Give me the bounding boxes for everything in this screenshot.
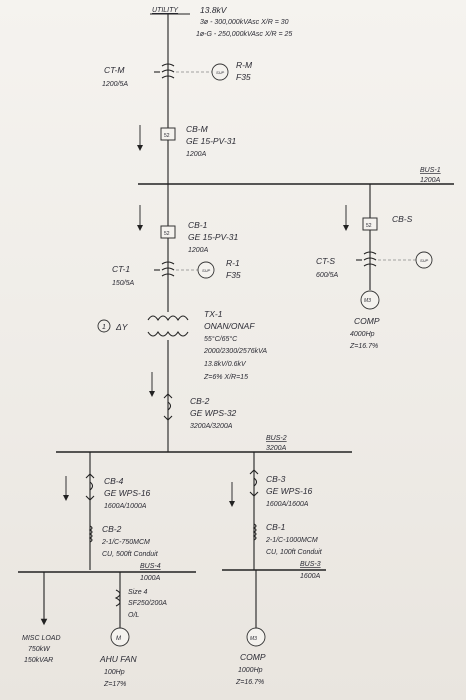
utility-fault-3ph: 3ø - 300,000kVAsc X/R = 30 xyxy=(200,19,289,26)
relay-r-1-name: R-1 xyxy=(226,258,240,268)
bus-4: BUS-4 1000A xyxy=(18,563,196,582)
utility-tag: UTILITY xyxy=(152,7,179,14)
tx-1-kva: 2000/2300/2576kVA xyxy=(203,348,267,355)
comp2-hp: 1000Hp xyxy=(238,667,263,674)
ahu-motor: M xyxy=(116,636,121,642)
tx-1-delta: ΔY xyxy=(115,322,129,332)
relay-r-m: SUP R-M F35 xyxy=(176,60,253,82)
cable-1-size: 2-1/C-1000MCM xyxy=(265,537,318,544)
tx-1-volts: 13.8kV/0.6kV xyxy=(204,361,247,368)
ct-m-ratio: 1200/5A xyxy=(102,81,128,88)
ahu-fan-branch: Size 4 SF250/200A O/L M AHU FAN 100Hp Z=… xyxy=(99,572,167,688)
tx-1-z: Z=6% X/R=15 xyxy=(203,374,248,381)
comp2-branch: M3 COMP 1000Hp Z=16.7% xyxy=(235,570,266,686)
fuse-size: Size 4 xyxy=(128,589,148,596)
misc-load: MISC LOAD 750kW 150kVAR xyxy=(22,572,61,664)
cb-4-model: GE WPS-16 xyxy=(104,488,151,498)
relay-r-m-label: SUP xyxy=(216,70,225,75)
relay-r-m-model: F35 xyxy=(236,72,251,82)
ahu-z: Z=17% xyxy=(103,681,126,688)
ahu-hp: 100Hp xyxy=(104,669,125,676)
comp1-name: COMP xyxy=(354,316,380,326)
cable-1-name: CB-1 xyxy=(266,522,286,532)
cable-2-name: CB-2 xyxy=(102,524,122,534)
comp1-hp: 4000Hp xyxy=(350,331,375,338)
bus-2-name: BUS-2 xyxy=(266,435,287,442)
utility-voltage: 13.8kV xyxy=(200,5,228,15)
cb-2-rating: 3200A/3200A xyxy=(190,423,233,430)
cb-3-model: GE WPS-16 xyxy=(266,486,313,496)
utility-source: UTILITY 13.8kV 3ø - 300,000kVAsc X/R = 3… xyxy=(150,5,292,38)
cb-s-name: CB-S xyxy=(392,214,413,224)
comp1-motor: M3 xyxy=(364,298,371,304)
ct-s-name: CT-S xyxy=(316,256,335,266)
cb-m-name: CB-M xyxy=(186,124,209,134)
cb-4-name: CB-4 xyxy=(104,476,124,486)
cb-2-model: GE WPS-32 xyxy=(190,408,237,418)
tx-1-name: TX-1 xyxy=(204,309,223,319)
bus-1-rating: 1200A xyxy=(420,177,441,184)
cb-4-rating: 1600A/1000A xyxy=(104,503,147,510)
cable-2-spec: CU, 500ft Conduit xyxy=(102,551,159,558)
ct-1-name: CT-1 xyxy=(112,264,130,274)
ct-1: CT-1 150/5A xyxy=(112,261,175,287)
cb-s-num: 52 xyxy=(366,223,372,229)
bus-2: BUS-2 3200A xyxy=(56,435,352,453)
cable-1-spec: CU, 100ft Conduit xyxy=(266,549,323,556)
cb-3-name: CB-3 xyxy=(266,474,286,484)
bus-1-name: BUS-1 xyxy=(420,167,441,174)
misc-load-name: MISC LOAD xyxy=(22,635,61,642)
bus-2-rating: 3200A xyxy=(266,445,287,452)
transformer-tx-1: 1 ΔY TX-1 ONAN/ONAF 55°C/65°C 2000/2300/… xyxy=(97,309,267,381)
relay-r-m-name: R-M xyxy=(236,60,253,70)
branch-cb-s: 52 CB-S CT-S 600/5A SUP M3 COMP 4000Hp Z… xyxy=(316,184,433,350)
cb-m-num: 52 xyxy=(164,133,170,139)
fuse-type: O/L xyxy=(128,612,139,619)
cable-2-size: 2-1/C-750MCM xyxy=(101,539,150,546)
comp2-z: Z=16.7% xyxy=(235,679,264,686)
fuse-model: SF250/200A xyxy=(128,600,167,607)
tx-1-cooling: ONAN/ONAF xyxy=(204,321,255,331)
breaker-cb-m: 52 CB-M GE 15-PV-31 1200A xyxy=(137,124,237,158)
breaker-cb-1: 52 CB-1 GE 15-PV-31 1200A xyxy=(137,205,239,254)
ct-m-name: CT-M xyxy=(104,65,125,75)
comp2-name: COMP xyxy=(240,652,266,662)
bus-3: BUS-3 1600A xyxy=(222,561,326,580)
relay-r-1-label: SUP xyxy=(202,268,211,273)
tx-1-marker: 1 xyxy=(102,324,106,331)
misc-load-kw: 750kW xyxy=(28,646,51,653)
cb-1-rating: 1200A xyxy=(188,247,209,254)
relay-r-s-label: SUP xyxy=(420,258,429,263)
relay-r-1: SUP R-1 F35 xyxy=(176,258,241,280)
cb-m-model: GE 15-PV-31 xyxy=(186,136,237,146)
breaker-cb-2: CB-2 GE WPS-32 3200A/3200A xyxy=(149,372,237,430)
ct-m: CT-M 1200/5A xyxy=(102,63,175,88)
comp2-motor: M3 xyxy=(250,636,257,642)
cb-1-model: GE 15-PV-31 xyxy=(188,232,239,242)
cb-2-name: CB-2 xyxy=(190,396,210,406)
bus-3-rating: 1600A xyxy=(300,573,321,580)
cb-1-num: 52 xyxy=(164,231,170,237)
cb-m-rating: 1200A xyxy=(186,151,207,158)
bus-4-rating: 1000A xyxy=(140,575,161,582)
ahu-name: AHU FAN xyxy=(99,654,138,664)
ct-1-ratio: 150/5A xyxy=(112,280,135,287)
tx-1-temp: 55°C/65°C xyxy=(204,335,238,343)
ct-s-ratio: 600/5A xyxy=(316,272,339,279)
comp1-z: Z=16.7% xyxy=(349,343,378,350)
branch-cb-3: CB-3 GE WPS-16 1600A/1600A CB-1 2-1/C-10… xyxy=(229,452,323,570)
bus-4-name: BUS-4 xyxy=(140,563,161,570)
cb-3-rating: 1600A/1600A xyxy=(266,501,309,508)
misc-load-kvar: 150kVAR xyxy=(24,657,53,664)
utility-fault-1ph: 1ø-G - 250,000kVAsc X/R = 25 xyxy=(196,31,292,38)
cb-1-name: CB-1 xyxy=(188,220,208,230)
branch-cb-4: CB-4 GE WPS-16 1600A/1000A CB-2 2-1/C-75… xyxy=(63,452,159,570)
bus-1: BUS-1 1200A xyxy=(138,167,454,185)
bus-3-name: BUS-3 xyxy=(300,561,321,568)
relay-r-1-model: F35 xyxy=(226,270,241,280)
